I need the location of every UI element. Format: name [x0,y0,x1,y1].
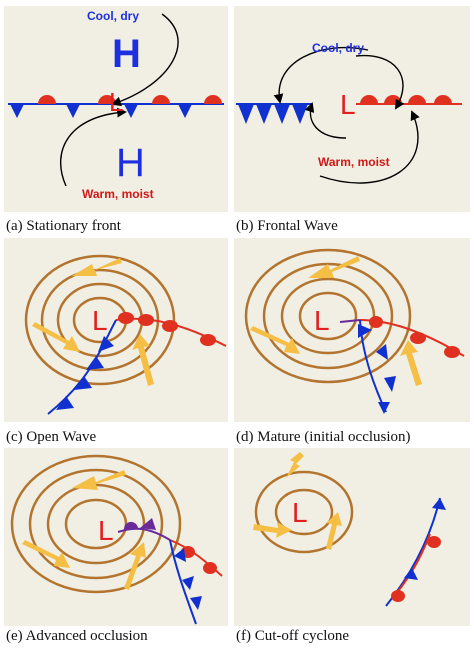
panel-f-cutoff-cyclone: L [234,448,470,626]
wind-arrows [250,256,422,386]
warm-front-bumps [118,312,216,346]
panel-b-frontal-wave: Cool, dry L Warm, moist [234,6,470,212]
wind-arrows [32,258,154,386]
circulation-arrow-bottom-left [304,102,347,139]
cold-front-triangles [56,336,114,410]
low-pressure-label: L [314,305,330,336]
wind-arrow-top [72,258,122,276]
high-pressure-bottom-label: H [116,141,145,185]
low-pressure-label: L [92,305,108,336]
cold-front-line [169,539,197,625]
panel-a-background [4,6,228,212]
wind-arrow-left [22,540,70,568]
isobars [244,248,412,384]
cool-dry-label: Cool, dry [312,41,364,55]
warm-moist-label: Warm, moist [82,187,154,201]
circulation-arrow-left [273,46,369,104]
panel-c-background [4,238,228,422]
warm-front-bumps [38,95,222,104]
occluded-front-symbols [123,518,156,530]
wind-arrow-left [250,326,300,354]
low-pressure-label: L [109,87,123,117]
wind-arrow-right [124,542,146,590]
warm-air-arrow [60,107,127,187]
high-pressure-top-label: H [112,32,141,76]
wind-arrows [22,470,146,590]
occluded-front-line [339,319,361,323]
isobar-inner [274,488,334,536]
panel-d-background [234,238,470,422]
wind-arrow-top [308,256,360,278]
panel-d-mature-occlusion: L [234,238,470,422]
cold-front-triangles [10,104,192,118]
panel-a-stationary-front: Cool, dry H L H Warm, moist [4,6,228,212]
cool-air-arrow [111,13,179,107]
cold-front-triangles [358,324,396,414]
warm-front-bumps [391,536,441,602]
warm-front-bumps [369,316,460,358]
panel-b-background [234,6,470,212]
cold-front-triangles [238,104,308,124]
wind-arrow-top [72,470,126,490]
low-pressure-label: L [292,497,308,528]
panel-e-advanced-occlusion: L [4,448,228,626]
wind-arrow-right [132,334,154,386]
caption-a: (a) Stationary front [6,218,122,234]
caption-c: (c) Open Wave [6,429,96,445]
warm-moist-label: Warm, moist [318,155,390,169]
wind-arrow-right [326,512,342,550]
warm-front-line [169,539,223,577]
low-pressure-label: L [340,89,356,120]
wind-arrow-right [400,340,422,386]
caption-f: (f) Cut-off cyclone [236,628,349,644]
caption-e: (e) Advanced occlusion [6,628,148,644]
wind-arrow-left [32,322,80,352]
low-pressure-label: L [98,515,114,546]
circulation-arrow-top-right [355,54,405,110]
wind-arrow-left [253,522,292,538]
caption-b: (b) Frontal Wave [236,218,338,234]
occluded-front-line [117,527,171,541]
caption-d: (d) Mature (initial occlusion) [236,429,411,445]
wind-arrows [253,452,342,550]
cold-front-triangles [404,498,446,580]
circulation-arrow-bottom-right [319,110,420,184]
isobar-outer [254,470,354,554]
wind-arrow-top [286,452,304,478]
cool-dry-label: Cool, dry [87,9,139,23]
panel-c-open-wave: L [4,238,228,422]
cold-front-triangles [174,548,202,610]
